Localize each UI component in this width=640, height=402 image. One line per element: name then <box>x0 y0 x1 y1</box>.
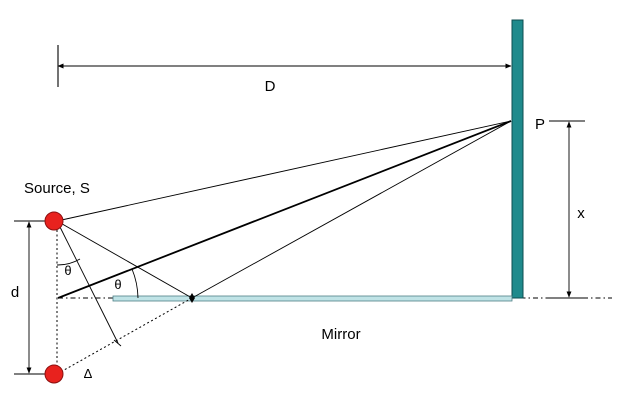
perpendicular-foot <box>113 339 122 347</box>
angle-arc-lower <box>131 268 139 299</box>
image-source-dot <box>44 364 64 384</box>
ray-reflected <box>191 120 512 299</box>
angle-arc-upper <box>56 258 81 266</box>
mirror <box>112 295 513 302</box>
label-height: x <box>577 205 585 222</box>
label-mirror: Mirror <box>321 326 360 343</box>
ray-incident <box>56 220 193 299</box>
ray-direct <box>56 120 512 222</box>
source-dot <box>44 211 64 231</box>
perpendicular-line <box>56 220 119 344</box>
label-angle-upper: θ <box>64 263 71 278</box>
label-point: P <box>535 116 545 133</box>
label-source: Source, S <box>24 180 90 197</box>
label-distance: D <box>265 78 276 95</box>
screen <box>511 19 524 299</box>
center-line <box>57 120 512 299</box>
label-path-difference: Δ <box>84 366 93 381</box>
label-separation: d <box>11 284 19 301</box>
label-angle-lower: θ <box>114 277 121 292</box>
reflection-point-marker <box>189 293 195 303</box>
image-ray-dotted <box>56 297 193 375</box>
